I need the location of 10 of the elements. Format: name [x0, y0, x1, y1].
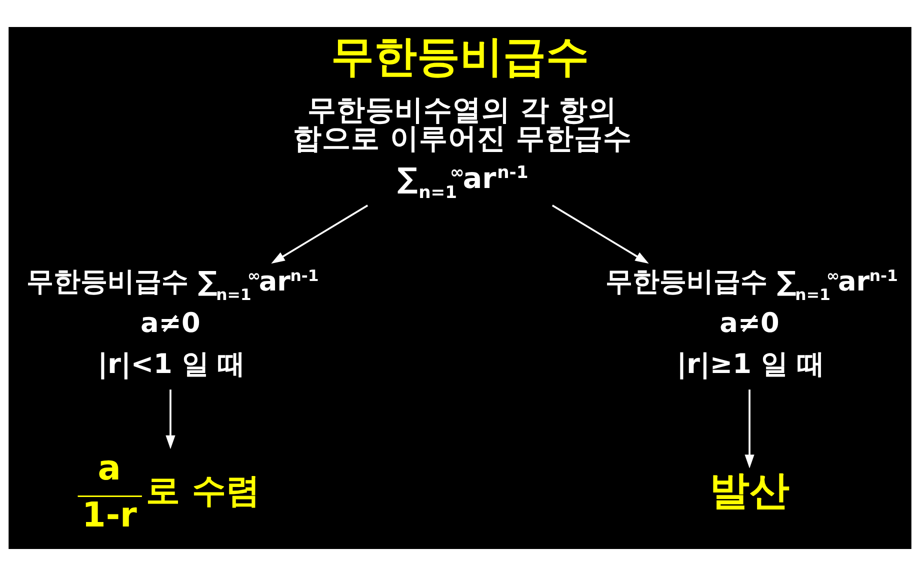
arrow	[271, 204, 368, 264]
arrow	[166, 389, 176, 449]
diagram-title: 무한등비급수	[330, 32, 589, 82]
node-text: 발산	[710, 467, 790, 514]
node-text: 무한등비급수 ∑$_{n=1}$$^{∞}$ar$^{n-1}$ a≠0 |r|≥1 일 때	[605, 265, 898, 380]
node-text: 무한등비급수 ∑$_{n=1}$$^{∞}$ar$^{n-1}$ a≠0 |r|<1 일 때	[26, 265, 319, 380]
arrow	[744, 389, 754, 468]
node-text: a 로 수렴 1-r	[82, 448, 260, 535]
node-text: 무한등비수열의 각 항의 합으로 이루어진 무한급수 ∑$_{n=1}$$^{∞}$ar$^{n-1}$	[293, 93, 632, 203]
arrow	[552, 204, 649, 264]
